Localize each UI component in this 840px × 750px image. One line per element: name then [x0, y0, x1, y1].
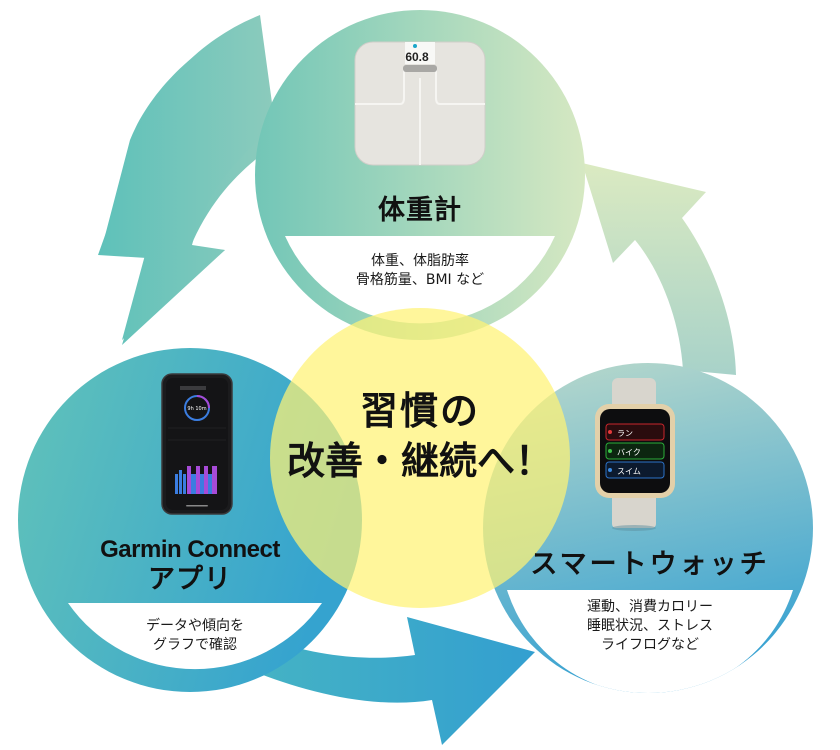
- node-app-description: データや傾向を グラフで確認: [90, 617, 300, 655]
- arrow-scale-to-app: [98, 15, 275, 345]
- watch-menu-swim: スイム: [617, 467, 641, 476]
- svg-text:9h 10m: 9h 10m: [187, 406, 206, 412]
- watch-menu-run: ラン: [617, 429, 633, 438]
- node-app-title-line1: Garmin Connect: [100, 536, 280, 563]
- node-app-title-line2: アプリ: [148, 564, 232, 595]
- node-watch-desc-line3: ライフログなど: [601, 637, 699, 653]
- smartwatch-icon: ラン バイク スイム: [595, 378, 675, 531]
- node-watch-title: スマートウォッチ: [530, 549, 770, 580]
- center-message-line2: 改善・継続へ！: [286, 439, 553, 483]
- arrow-watch-to-scale: [582, 163, 736, 375]
- arrow-app-to-watch: [250, 617, 535, 745]
- center-message-line1: 習慣の: [359, 389, 480, 433]
- smartphone-icon: 9h 10m: [161, 373, 233, 515]
- center-circle: [270, 308, 570, 608]
- svg-text:60.8: 60.8: [405, 50, 429, 64]
- node-scale-desc-line2: 骨格筋量、BMI など: [355, 272, 485, 288]
- watch-menu-bike: バイク: [617, 448, 641, 457]
- node-scale-description: 体重、体脂肪率 骨格筋量、BMI など: [310, 252, 530, 290]
- node-app-title: Garmin Connect アプリ: [85, 536, 295, 596]
- node-scale-title: 体重計: [378, 195, 462, 226]
- node-app-desc-line2: グラフで確認: [153, 637, 237, 653]
- node-watch-desc-line2: 睡眠状況、ストレス: [587, 618, 713, 634]
- node-watch-description: 運動、消費カロリー 睡眠状況、ストレス ライフログなど: [540, 598, 760, 655]
- node-scale-desc-line1: 体重、体脂肪率: [371, 253, 469, 269]
- center-message: 習慣の 改善・継続へ！: [270, 386, 570, 486]
- node-watch-desc-line1: 運動、消費カロリー: [587, 599, 713, 615]
- bathroom-scale-icon: 60.8: [354, 41, 486, 166]
- node-app-desc-line1: データや傾向を: [146, 618, 244, 634]
